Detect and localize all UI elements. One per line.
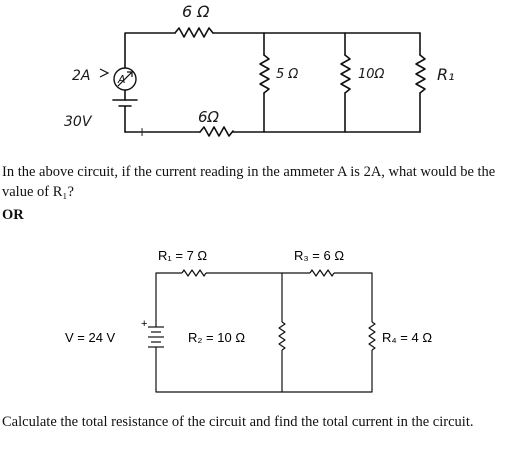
resistor-r4-zigzag	[368, 321, 376, 351]
circuit-diagram-1: 6 Ω 2A A 30V + 6Ω 5 Ω 10Ω R₁	[64, 2, 455, 139]
label-r5: 5 Ω	[276, 67, 298, 82]
label-r1-eq: R₁ = 7 Ω	[158, 248, 207, 263]
label-current: 2A	[72, 68, 90, 84]
resistor-10ohm	[340, 54, 351, 94]
resistor-5ohm	[259, 54, 270, 94]
label-r1: R₁	[437, 65, 455, 84]
label-plus: +	[137, 125, 147, 139]
label-r3-eq: R₃ = 6 Ω	[294, 248, 344, 263]
bottom-resistor-6ohm	[199, 126, 234, 137]
or-label: OR	[2, 207, 24, 223]
resistor-r3-zigzag	[309, 269, 335, 277]
resistor-r2-zigzag	[278, 321, 286, 351]
label-ammeter: A	[117, 73, 126, 86]
top-wire	[124, 32, 176, 69]
top-left-wire	[155, 272, 182, 280]
battery-plus: +	[141, 318, 147, 330]
label-voltage: 30V	[64, 114, 93, 130]
label-top-resistor: 6 Ω	[182, 2, 210, 21]
question-2-text: Calculate the total resistance of the ci…	[2, 414, 474, 430]
label-r10: 10Ω	[358, 67, 385, 82]
label-bottom-resistor: 6Ω	[198, 108, 220, 126]
label-voltage-eq: V = 24 V	[65, 330, 116, 345]
resistor-r1	[415, 54, 426, 94]
label-r2-eq: R₂ = 10 Ω	[188, 330, 245, 345]
top-resistor-6ohm	[174, 27, 214, 38]
question-1-text: In the above circuit, if the current rea…	[2, 164, 496, 200]
resistor-r1-zigzag	[181, 269, 207, 277]
label-r4-eq: R₄ = 4 Ω	[382, 330, 432, 345]
